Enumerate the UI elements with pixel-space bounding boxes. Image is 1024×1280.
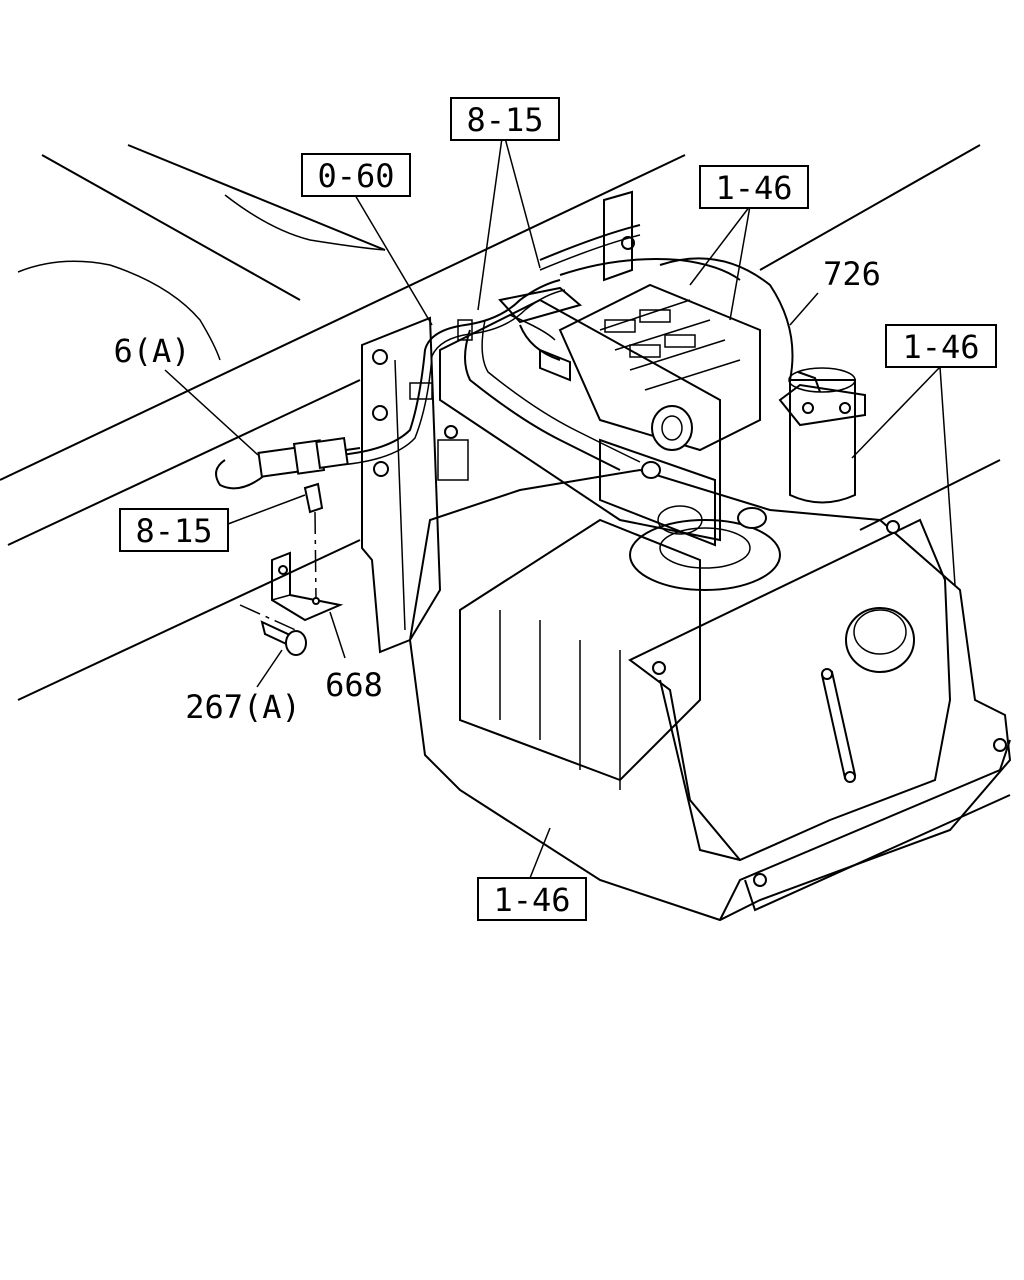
callout-label: 8-15: [135, 512, 212, 550]
callout-label: 267(A): [185, 688, 301, 726]
callout-label: 1-46: [715, 169, 792, 207]
mounting-bracket: [361, 190, 635, 654]
fuel-filter-module: [437, 257, 866, 547]
hoses-and-wiring: [339, 224, 741, 471]
part-6a-label[interactable]: 6(A): [113, 332, 190, 370]
callout-ref-1-46-right[interactable]: 1-46: [885, 324, 997, 368]
chassis-frame-lines: [0, 144, 1001, 701]
part-267a-label[interactable]: 267(A): [185, 688, 301, 726]
callout-label: 1-46: [902, 328, 979, 366]
callout-label: 6(A): [113, 332, 190, 370]
callout-ref-1-46-bottom[interactable]: 1-46: [477, 877, 587, 921]
callout-label: 8-15: [466, 101, 543, 139]
callout-ref-0-60[interactable]: 0-60: [301, 153, 411, 197]
callout-ref-8-15-left[interactable]: 8-15: [119, 508, 229, 552]
clip-bracket-bolt: [239, 482, 344, 656]
callout-label: 668: [325, 666, 383, 704]
part-668-label[interactable]: 668: [325, 666, 383, 704]
callout-label: 0-60: [317, 157, 394, 195]
callout-label: 726: [823, 255, 881, 293]
callout-label: 1-46: [493, 881, 570, 919]
fuel-tank: [408, 468, 1012, 922]
leader-lines: [164, 137, 956, 879]
part-726-label[interactable]: 726: [823, 255, 881, 293]
callout-ref-8-15-top[interactable]: 8-15: [450, 97, 560, 141]
sensor-harness: [215, 437, 361, 490]
callout-ref-1-46-top[interactable]: 1-46: [699, 165, 809, 209]
